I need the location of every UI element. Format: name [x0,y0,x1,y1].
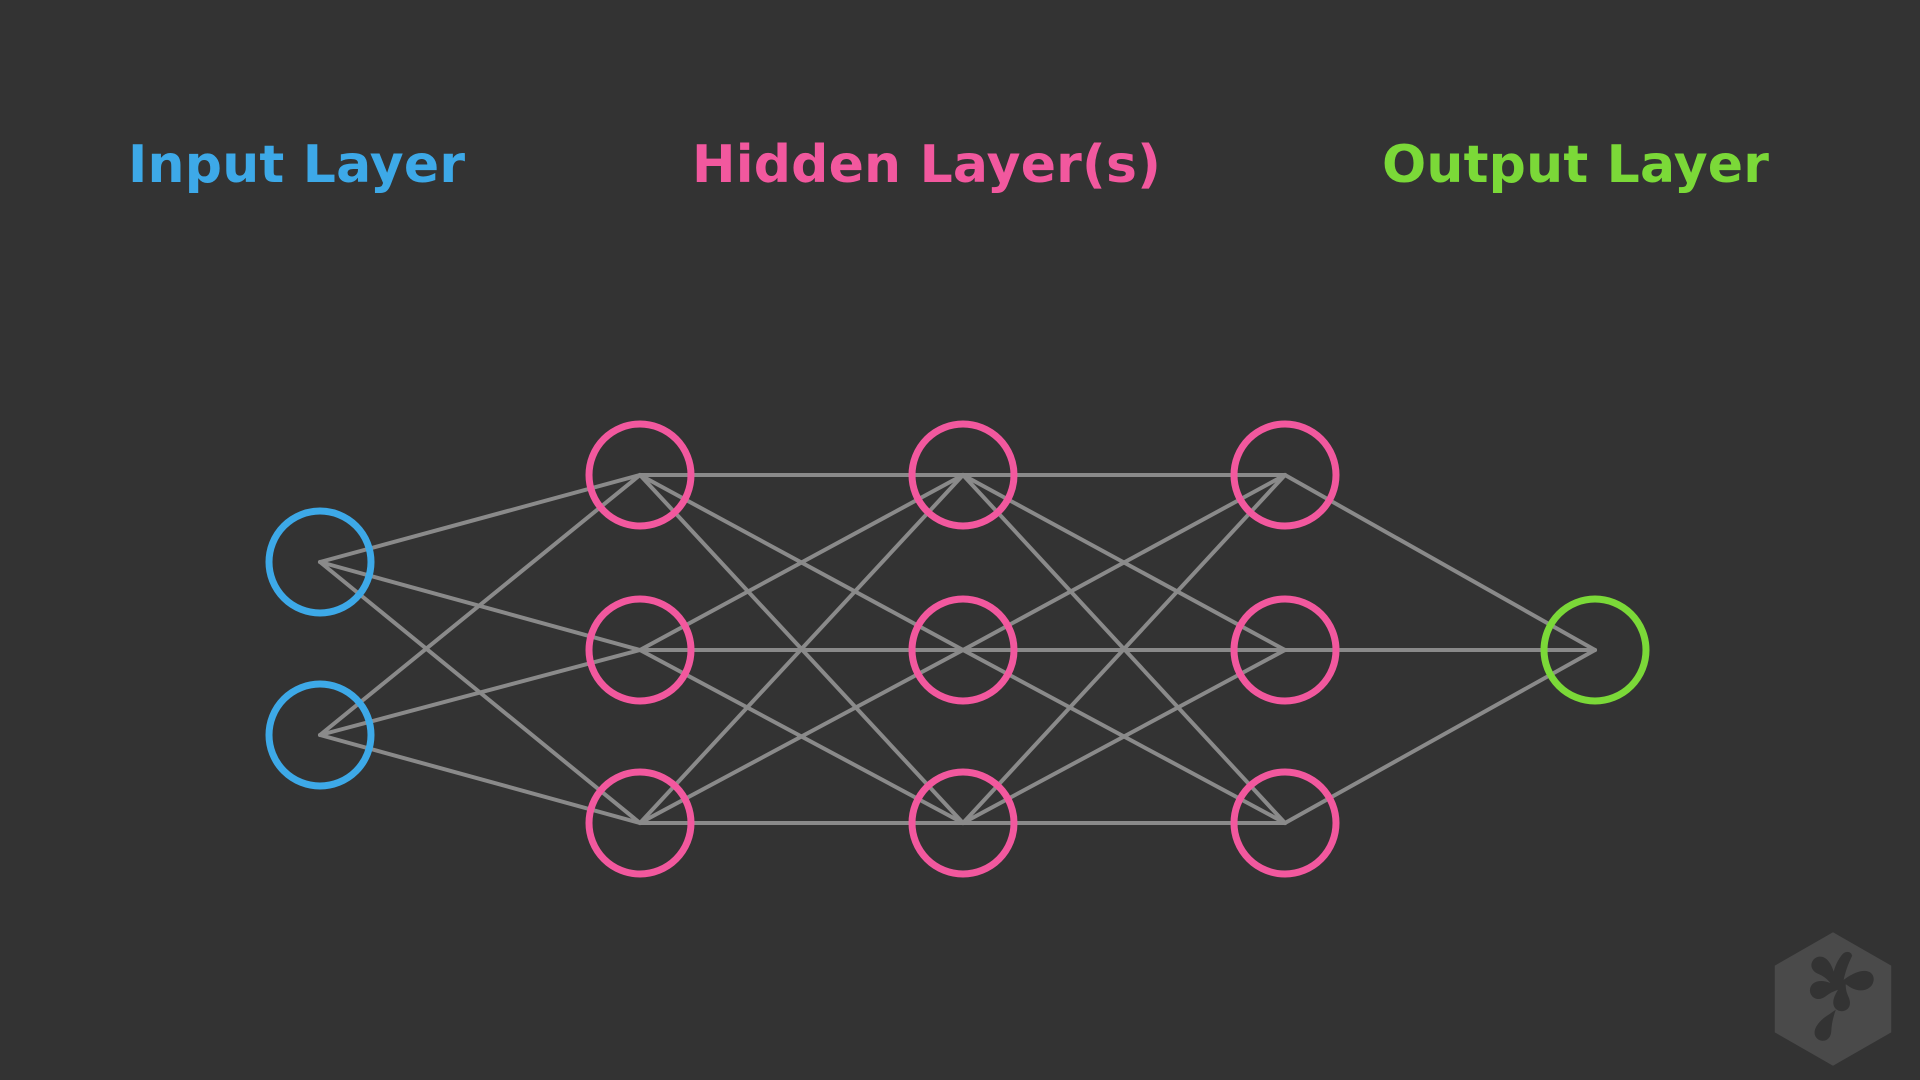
connection-edge [961,648,1287,825]
connection-edge [1283,648,1597,825]
neuron-node-hidden [585,768,695,878]
neuron-node-hidden [1230,768,1340,878]
connection-edge [318,473,642,737]
gecko-hexagon-logo-icon [1774,932,1892,1066]
neuron-node-output [1540,595,1650,705]
neuron-node-hidden [908,595,1018,705]
connection-edge [318,648,642,737]
neuron-node-hidden [1230,420,1340,530]
connection-edge [318,473,642,564]
connection-edge [961,473,1287,825]
neuron-node-input [265,680,375,790]
connection-edge [318,733,642,825]
neuron-node-hidden [585,420,695,530]
layer-label-output: Output Layer [1382,135,1770,195]
layer-label-hidden: Hidden Layer(s) [692,135,1162,195]
connection-edge [638,473,965,825]
neuron-node-hidden [585,595,695,705]
neuron-node-input [265,507,375,617]
connection-edge [638,648,965,825]
neuron-node-hidden [908,420,1018,530]
neuron-nodes-group [265,420,1650,878]
connection-edge [638,473,965,652]
connection-edges-group [318,473,1597,825]
neuron-node-hidden [908,768,1018,878]
connection-edge [1283,473,1597,652]
connection-edge [961,473,1287,652]
neuron-node-hidden [1230,595,1340,705]
layer-label-input: Input Layer [128,135,466,195]
